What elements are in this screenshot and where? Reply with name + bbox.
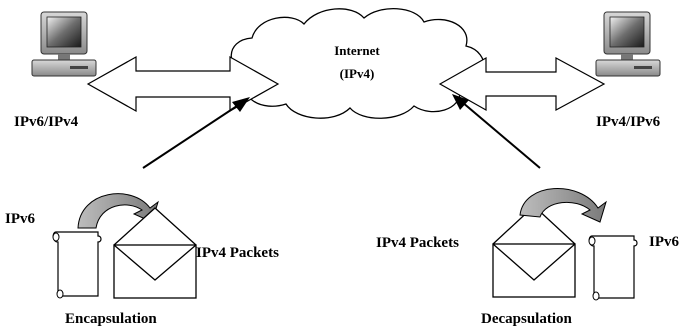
decapsulation-caption: Decapsulation (481, 311, 573, 327)
decapsulation-pointer-arrow (452, 94, 541, 169)
encapsulation-group: IPv6 IPv4 Packets Encapsulation (5, 193, 279, 327)
drive-slot (70, 66, 88, 69)
left-double-arrow (86, 55, 280, 113)
left-host-label: IPv6/IPv4 (14, 114, 79, 130)
internet-cloud: Internet (IPv4) (230, 7, 485, 119)
encap-input-label: IPv6 (5, 211, 36, 227)
cloud-subtitle: (IPv4) (340, 66, 375, 81)
curved-arrow-icon (519, 188, 607, 223)
encap-output-label: IPv4 Packets (196, 245, 279, 261)
scroll-document-icon (588, 235, 638, 301)
envelope-icon (492, 205, 576, 298)
envelope-icon (113, 207, 197, 299)
right-double-arrow (438, 56, 606, 112)
drive-slot (634, 66, 652, 69)
computer-base (595, 59, 661, 77)
monitor-stand (58, 54, 70, 60)
left-computer-icon (31, 11, 97, 77)
monitor-screen (609, 16, 645, 48)
encapsulation-caption: Encapsulation (65, 311, 157, 327)
encapsulation-pointer-arrow (142, 97, 250, 169)
decap-input-label: IPv4 Packets (376, 235, 459, 251)
scroll-document-icon (52, 231, 102, 299)
right-computer-icon (595, 11, 661, 77)
computer-base (31, 59, 97, 77)
decap-output-label: IPv6 (649, 234, 680, 250)
monitor-stand (621, 54, 633, 60)
monitor-screen (46, 16, 82, 48)
decapsulation-group: IPv4 Packets IPv6 Decapsulation (376, 188, 680, 327)
cloud-shape (230, 7, 485, 119)
right-host-label: IPv4/IPv6 (596, 114, 661, 130)
cloud-title: Internet (334, 43, 380, 58)
